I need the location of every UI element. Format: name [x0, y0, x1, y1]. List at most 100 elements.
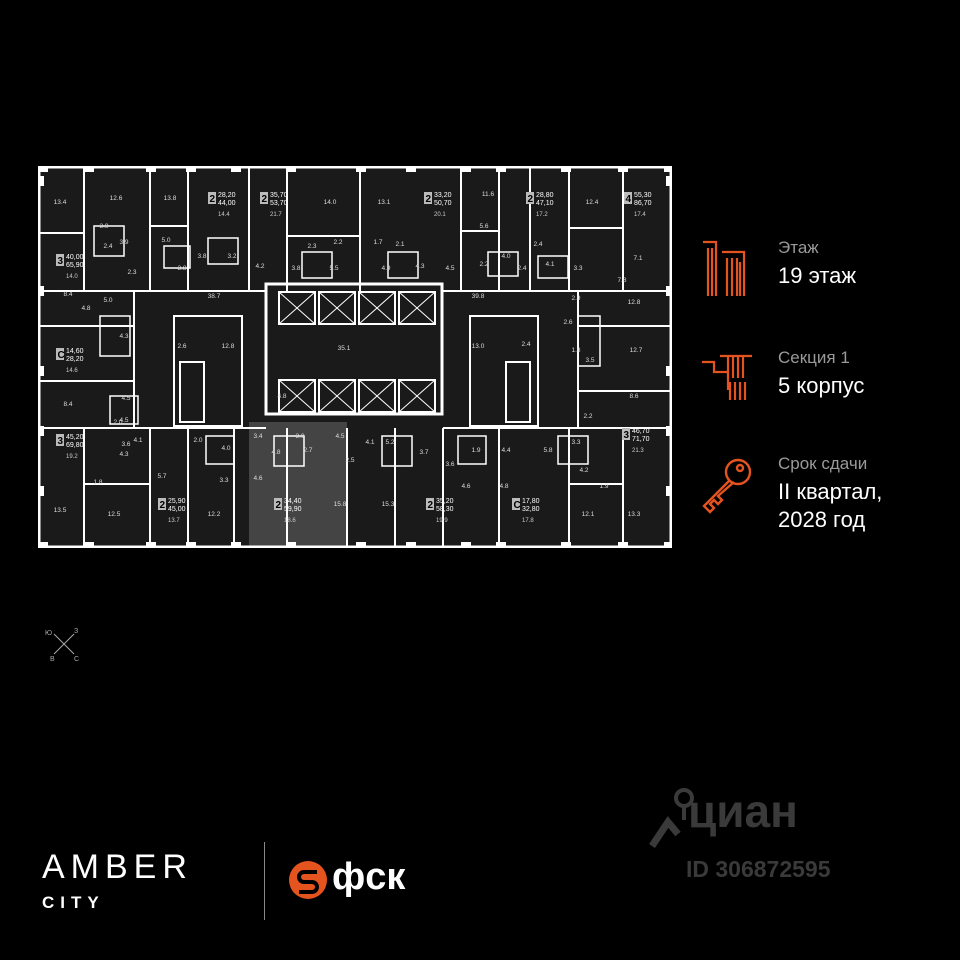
- room-label: 5.8: [543, 447, 552, 454]
- room-label: 11.6: [482, 191, 495, 198]
- room-label: 2.1: [395, 241, 404, 248]
- wall: [557, 435, 589, 465]
- window: [461, 166, 471, 172]
- window: [666, 486, 672, 496]
- room-label: 3.3: [573, 265, 582, 272]
- room-label: 12.8: [628, 299, 641, 306]
- room-label: 12.4: [586, 199, 599, 206]
- wall: [273, 435, 305, 467]
- wall: [577, 315, 601, 367]
- wall: [505, 361, 531, 423]
- room-label: 39.8: [472, 293, 485, 300]
- wall: [109, 395, 139, 425]
- room-label: 1.8: [93, 479, 102, 486]
- room-area: 14.0: [66, 274, 78, 280]
- room-label: 35.1: [338, 345, 351, 352]
- room-label: 5.7: [157, 473, 166, 480]
- room-count-badge: [526, 192, 534, 204]
- room-label: 2.4: [517, 265, 526, 272]
- room-label: 3.4: [253, 433, 262, 440]
- room-label: 3.8: [177, 265, 186, 272]
- room-label: 4.5: [445, 265, 454, 272]
- room-label: 4.3: [119, 451, 128, 458]
- room-label: 12.7: [630, 347, 643, 354]
- room-area: 19.2: [66, 454, 78, 460]
- window: [406, 166, 416, 172]
- key-icon: [702, 458, 752, 514]
- room-count-badge: [56, 348, 64, 360]
- room-label: 3.2: [227, 253, 236, 260]
- location-pin-icon: [649, 788, 694, 848]
- wall: [398, 291, 436, 325]
- room-label: 3.3: [219, 477, 228, 484]
- wall: [205, 435, 235, 465]
- room-label: 2.0: [113, 419, 122, 426]
- wall: [278, 291, 316, 325]
- floor-value: 19 этаж: [778, 263, 857, 288]
- window: [618, 542, 628, 548]
- area-living: 34,40: [284, 498, 302, 505]
- room-count-badge: [622, 428, 630, 440]
- room-label: 3.8: [291, 265, 300, 272]
- room-label: 13.5: [54, 507, 67, 514]
- window: [666, 176, 672, 186]
- section-icon: [702, 354, 752, 400]
- wall: [457, 435, 487, 465]
- room-label: 4.1: [133, 437, 142, 444]
- section-label: Секция 1: [778, 348, 850, 367]
- room-label: 2.3: [307, 243, 316, 250]
- room-count: С: [58, 350, 65, 361]
- room-label: 2.4: [103, 243, 112, 250]
- room-count: 2: [276, 500, 282, 511]
- wall: [358, 291, 396, 325]
- room-label: 2.4: [521, 341, 530, 348]
- area-total: 45,00: [168, 506, 186, 513]
- room-area: 21.7: [270, 212, 282, 218]
- window: [664, 166, 672, 172]
- window: [666, 366, 672, 376]
- area-total: 32,80: [522, 506, 540, 513]
- area-living: 45,20: [66, 434, 84, 441]
- wall: [487, 251, 519, 277]
- window: [286, 542, 296, 548]
- building-icon: [703, 240, 746, 296]
- area-living: 35,70: [270, 192, 288, 199]
- window: [38, 486, 44, 496]
- window: [231, 542, 241, 548]
- room-label: 4.5: [119, 417, 128, 424]
- room-label: 5.0: [103, 297, 112, 304]
- room-label: 4.1: [365, 439, 374, 446]
- room-label: 2.0: [193, 437, 202, 444]
- area-total: 47,10: [536, 200, 554, 207]
- room-label: 13.0: [472, 343, 485, 350]
- room-count-badge: [426, 498, 434, 510]
- area-total: 69,80: [66, 442, 84, 449]
- wall: [99, 315, 131, 357]
- window: [561, 542, 571, 548]
- watermark-id: ID 306872595: [686, 856, 831, 882]
- partner-name: фск: [332, 856, 406, 898]
- window: [38, 176, 44, 186]
- room-label: 1.9: [599, 483, 608, 490]
- wall: [264, 282, 444, 416]
- room-label: 4.3: [119, 333, 128, 340]
- room-label: 7.1: [633, 255, 642, 262]
- room-label: 3.6: [121, 441, 130, 448]
- wall: [398, 379, 436, 413]
- window: [356, 542, 366, 548]
- room-label: 13.4: [54, 199, 67, 206]
- window: [406, 542, 416, 548]
- brand-name: AMBER: [42, 848, 193, 886]
- room-count-badge: [208, 192, 216, 204]
- room-count: 3: [624, 430, 630, 441]
- room-label: 4.8: [499, 483, 508, 490]
- wall: [38, 166, 672, 548]
- area-total: 59,90: [284, 506, 302, 513]
- window: [38, 426, 44, 436]
- window: [186, 542, 196, 548]
- room-count: С: [514, 500, 521, 511]
- room-label: 2.6: [563, 319, 572, 326]
- room-label: 12.8: [222, 343, 235, 350]
- window: [496, 166, 506, 172]
